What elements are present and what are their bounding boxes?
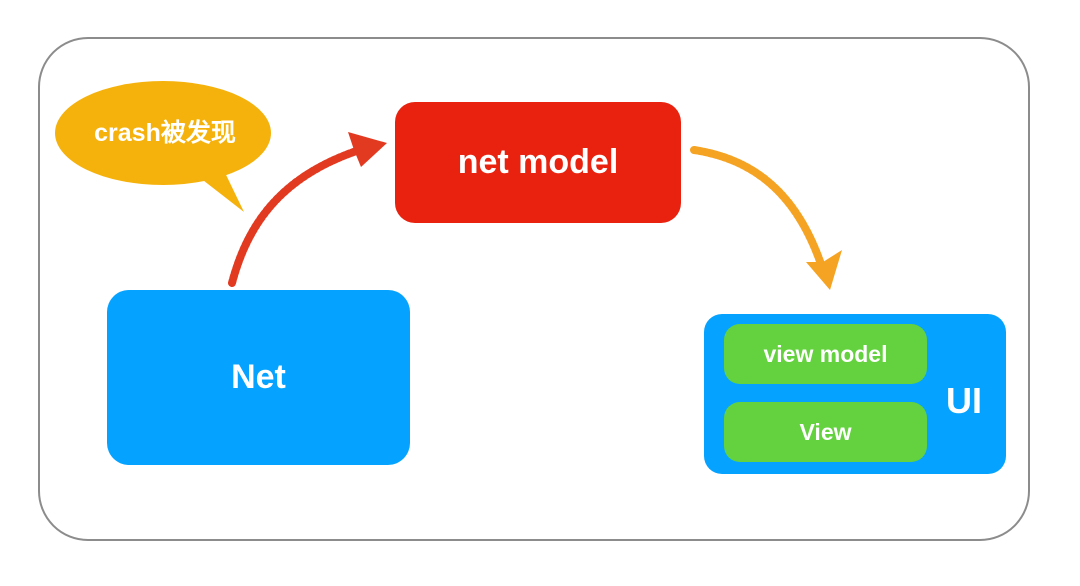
arrow-net-model-to-ui: [690, 146, 842, 290]
view-model-box: view model: [724, 324, 927, 384]
arrow-orange-shaft: [690, 146, 827, 274]
speech-bubble-text: crash被发现: [94, 119, 236, 147]
arrow-red-head: [348, 132, 387, 167]
arrow-red-shaft: [228, 142, 376, 287]
net-model-box: net model: [395, 102, 681, 223]
net-label: Net: [231, 358, 286, 396]
view-label: View: [799, 418, 852, 445]
net-model-label: net model: [457, 143, 619, 181]
view-box: View: [724, 402, 927, 462]
diagram-frame: [38, 37, 1030, 541]
speech-bubble-body: [55, 81, 271, 185]
speech-bubble: [55, 81, 271, 212]
net-box: Net: [107, 290, 410, 465]
ui-label: UI: [946, 380, 982, 421]
arrow-net-to-net-model: [228, 132, 387, 287]
view-model-label: view model: [763, 340, 888, 367]
arrow-orange-head: [806, 250, 842, 290]
